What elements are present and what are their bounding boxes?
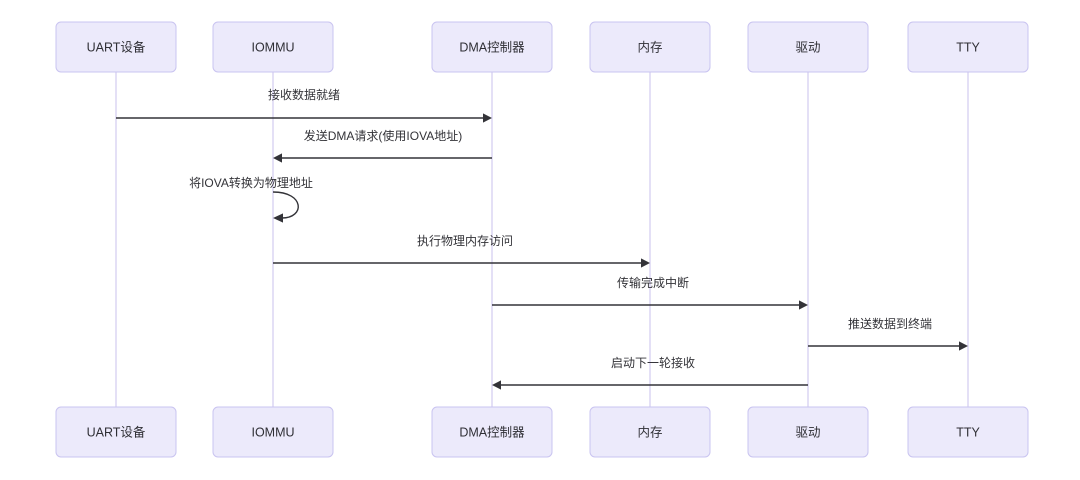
participant-header-iommu[interactable]: IOMMU: [212, 21, 334, 73]
participant-footer-iommu[interactable]: IOMMU: [212, 406, 334, 458]
message-2[interactable]: 发送DMA请求(使用IOVA地址): [273, 128, 492, 163]
participant-header-tty[interactable]: TTY: [907, 21, 1029, 73]
message-arrowhead-7: [492, 380, 501, 390]
message-label-5: 传输完成中断: [617, 275, 689, 290]
participant-footer-label-driver: 驱动: [795, 425, 820, 439]
participant-header-label-driver: 驱动: [795, 40, 820, 54]
message-arrowhead-5: [799, 300, 808, 310]
participant-header-dma[interactable]: DMA控制器: [431, 21, 553, 73]
participant-header-label-mem: 内存: [637, 40, 662, 54]
participant-footer-label-mem: 内存: [637, 425, 662, 439]
participant-header-rect-driver[interactable]: [747, 21, 869, 73]
participant-footer-label-dma: DMA控制器: [459, 425, 525, 439]
participant-footer-rect-iommu[interactable]: [212, 406, 334, 458]
participant-footer-driver[interactable]: 驱动: [747, 406, 869, 458]
message-arrowhead-2: [273, 153, 282, 163]
message-arrowhead-6: [959, 341, 968, 351]
participant-header-label-tty: TTY: [956, 40, 980, 54]
participant-footer-label-iommu: IOMMU: [251, 425, 294, 439]
message-4[interactable]: 执行物理内存访问: [273, 234, 650, 268]
message-label-3: 将IOVA转换为物理地址: [189, 175, 313, 190]
participant-header-label-iommu: IOMMU: [251, 40, 294, 54]
participant-header-driver[interactable]: 驱动: [747, 21, 869, 73]
participant-header-rect-mem[interactable]: [589, 21, 711, 73]
participant-header-rect-uart[interactable]: [55, 21, 177, 73]
message-label-4: 执行物理内存访问: [417, 234, 513, 248]
participant-footer-label-uart: UART设备: [87, 424, 146, 439]
participant-header-rect-iommu[interactable]: [212, 21, 334, 73]
message-arrowhead-4: [641, 258, 650, 268]
message-5[interactable]: 传输完成中断: [492, 275, 808, 310]
participant-header-boxes: UART设备 IOMMU DMA控制器 内存 驱动 TTY: [55, 21, 1029, 73]
message-label-1: 接收数据就绪: [268, 87, 340, 102]
participant-header-mem[interactable]: 内存: [589, 21, 711, 73]
message-1[interactable]: 接收数据就绪: [116, 87, 492, 123]
participant-header-rect-dma[interactable]: [431, 21, 553, 73]
participant-header-label-dma: DMA控制器: [459, 40, 525, 54]
message-3[interactable]: 将IOVA转换为物理地址: [189, 175, 313, 223]
participant-footer-rect-tty[interactable]: [907, 406, 1029, 458]
participant-footer-rect-dma[interactable]: [431, 406, 553, 458]
participant-footer-rect-mem[interactable]: [589, 406, 711, 458]
participant-footer-rect-driver[interactable]: [747, 406, 869, 458]
participant-header-rect-tty[interactable]: [907, 21, 1029, 73]
participant-footer-mem[interactable]: 内存: [589, 406, 711, 458]
message-arrowhead-1: [483, 113, 492, 123]
lifelines-layer: [115, 72, 969, 407]
participant-footer-label-tty: TTY: [956, 425, 980, 439]
message-label-7: 启动下一轮接收: [611, 355, 695, 370]
participant-footer-rect-uart[interactable]: [55, 406, 177, 458]
message-self-loop-path-3: [272, 191, 299, 219]
participant-footer-uart[interactable]: UART设备: [55, 406, 177, 458]
message-label-2: 发送DMA请求(使用IOVA地址): [304, 128, 462, 143]
message-6[interactable]: 推送数据到终端: [808, 316, 968, 351]
message-arrowhead-3: [273, 213, 283, 223]
participant-footer-dma[interactable]: DMA控制器: [431, 406, 553, 458]
participant-header-label-uart: UART设备: [87, 39, 146, 54]
participant-footer-boxes: UART设备 IOMMU DMA控制器 内存 驱动 TTY: [55, 406, 1029, 458]
participant-footer-tty[interactable]: TTY: [907, 406, 1029, 458]
message-7[interactable]: 启动下一轮接收: [492, 355, 808, 390]
message-label-6: 推送数据到终端: [848, 316, 932, 331]
participant-header-uart[interactable]: UART设备: [55, 21, 177, 73]
